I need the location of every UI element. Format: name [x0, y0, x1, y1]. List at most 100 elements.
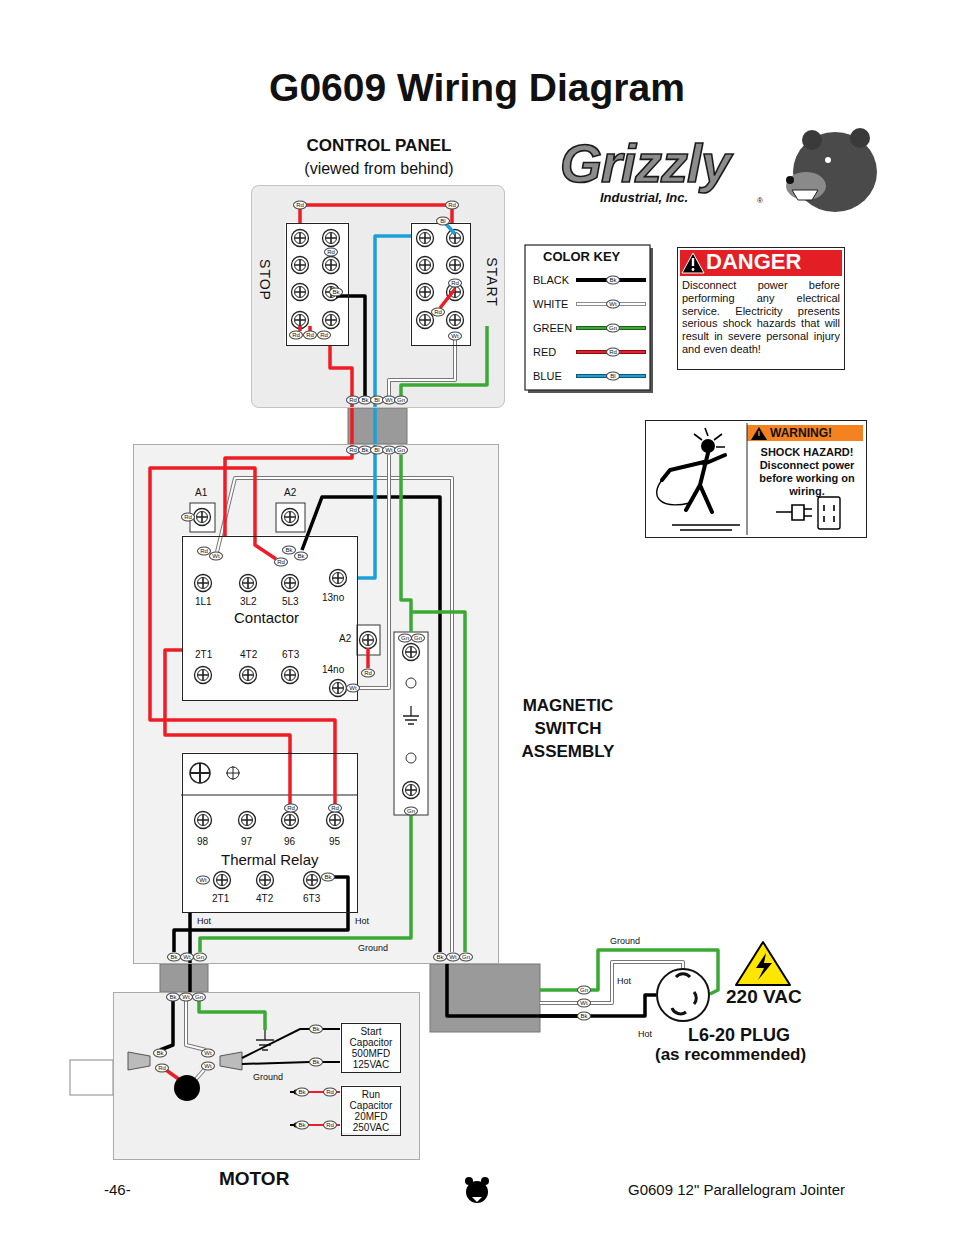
wire-color-tag: Bk	[309, 1025, 323, 1034]
terminal-label: 3L2	[240, 596, 257, 607]
wire-connector	[447, 964, 656, 1016]
panel-heading: CONTROL PANEL	[212, 136, 546, 156]
logo-bear	[786, 128, 877, 212]
wire-color-tag: Bk	[153, 1049, 167, 1058]
wire-color-tag: Rd	[155, 1064, 169, 1073]
terminal-label: 98	[197, 836, 208, 847]
legend-text: WHITE	[533, 298, 568, 311]
l6-20-plug: L6-20 PLUG(as recommended)	[656, 968, 710, 1022]
start-capacitor: Start Capacitor 500MFD 125VAC	[341, 1023, 401, 1073]
terminal-label: 6T3	[303, 893, 320, 904]
wire-color-tag: Wt	[209, 552, 223, 561]
wire-color-tag: Gn	[459, 953, 473, 962]
wire-color-tag: Bk	[167, 953, 181, 962]
wire-color-tag: Gn	[193, 953, 207, 962]
wire-note: Ground	[253, 1072, 283, 1082]
plug-circle	[657, 969, 709, 1021]
brand-subtitle: Industrial, Inc.	[600, 190, 688, 205]
switch-label: START	[484, 257, 500, 307]
wire-color-tag: Rd	[328, 804, 342, 813]
contactor: Contactor	[182, 536, 358, 701]
assembly-heading: MAGNETIC SWITCH ASSEMBLY	[506, 694, 630, 763]
wire-color-tag: Bk	[606, 276, 620, 285]
wire-color-tag: Rd	[323, 1121, 337, 1130]
panel-subheading: (viewed from behind)	[212, 159, 546, 179]
wire-color-tag: Rd	[431, 308, 445, 317]
wire-color-tag: Wt	[448, 332, 462, 341]
wire-note: Hot	[197, 916, 211, 926]
terminal-label: 96	[284, 836, 295, 847]
wire-color-tag: Rd	[293, 201, 307, 210]
terminal-label: 13no	[322, 592, 344, 603]
wire-color-tag: Rd	[181, 513, 195, 522]
wire-color-tag: Gn	[398, 634, 412, 643]
wire-color-tag: Wt	[577, 999, 591, 1008]
wire-color-tag: Bk	[321, 873, 335, 882]
wire-connector	[165, 650, 290, 753]
page-footer: G0609 12" Parallelogram Jointer	[628, 1181, 845, 1199]
wire-color-tag: Wt	[179, 993, 193, 1002]
wire-color-tag: Gn	[192, 993, 206, 1002]
registered-mark: ®	[757, 196, 763, 205]
control-panel: CONTROL PANEL(viewed from behind)STOPSTA…	[251, 185, 505, 408]
wire-color-tag: Rd	[445, 201, 459, 210]
thermal-relay: Thermal Relay	[182, 753, 358, 913]
wire-color-tag: Bk	[166, 993, 180, 1002]
terminal-label: A2	[339, 633, 351, 644]
contactor-label: Contactor	[234, 609, 299, 626]
wire-color-tag: Rd	[324, 248, 338, 257]
warning-art	[645, 420, 867, 538]
wire-color-tag: Gn	[577, 986, 591, 995]
wire-color-tag: Bk	[295, 1088, 309, 1097]
wire-color-tag: Wt	[201, 1062, 215, 1071]
switch-label: STOP	[257, 259, 273, 301]
page-footer: -46-	[104, 1181, 131, 1199]
run-capacitor: Run Capacitor 20MFD 250VAC	[341, 1086, 401, 1136]
terminal-label: 6T3	[282, 649, 299, 660]
wire-color-tag: Gn	[394, 446, 408, 455]
capacitor-label: Start Capacitor 500MFD 125VAC	[344, 1026, 398, 1070]
capacitor-label: Run Capacitor 20MFD 250VAC	[344, 1089, 398, 1133]
terminal-label: 1L1	[195, 596, 212, 607]
wire-note: Hot	[355, 916, 369, 926]
wire-color-tag: Bk	[295, 1121, 309, 1130]
wire-color-tag: Bk	[577, 1012, 591, 1021]
terminal-label: 5L3	[282, 596, 299, 607]
wire-note: Hot	[617, 976, 631, 986]
legend-heading: COLOR KEY	[543, 249, 620, 264]
terminal-label: 4T2	[256, 893, 273, 904]
diagram-title: G0609 Wiring Diagram	[0, 66, 954, 110]
plug-outline	[656, 968, 710, 1022]
wire-color-tag: Gn	[411, 634, 425, 643]
wire-color-tag: Rd	[606, 348, 620, 357]
terminal-label: 97	[241, 836, 252, 847]
voltage-label: 220 VAC	[726, 986, 802, 1008]
plug-heading: L6-20 PLUG	[688, 1025, 790, 1045]
magnetic-switch-housing: MAGNETIC SWITCH ASSEMBLYContactorThermal…	[133, 444, 499, 964]
control-panel-art	[251, 185, 505, 444]
wire-note: Ground	[610, 936, 640, 946]
wire-color-tag: Rd	[323, 1088, 337, 1097]
wire-connector	[225, 346, 352, 536]
terminal-label: 95	[329, 836, 340, 847]
start-switch: START	[411, 223, 471, 346]
legend-text: BLUE	[533, 370, 562, 383]
wire-color-tag: Wt	[201, 1049, 215, 1058]
brand-logo: Grizzly	[560, 133, 730, 193]
wire-color-tag: Rd	[303, 331, 317, 340]
wire-note: Hot	[638, 1029, 652, 1039]
footer-bear	[465, 1177, 489, 1203]
wire-color-tag: Gn	[404, 807, 418, 816]
terminal-label: 2T1	[212, 893, 229, 904]
wire-color-tag: Rd	[289, 331, 303, 340]
terminal-label: A2	[284, 487, 296, 498]
wire-note: Ground	[358, 943, 388, 953]
wire-connector	[358, 236, 411, 578]
wire-color-tag: Bk	[433, 953, 447, 962]
wire-color-tag: Rd	[284, 804, 298, 813]
wire-color-tag: Gn	[394, 396, 408, 405]
danger-art	[677, 247, 845, 370]
warning-box: WARNING!SHOCK HAZARD! Disconnect power b…	[645, 420, 867, 538]
motor-art	[70, 992, 420, 1160]
